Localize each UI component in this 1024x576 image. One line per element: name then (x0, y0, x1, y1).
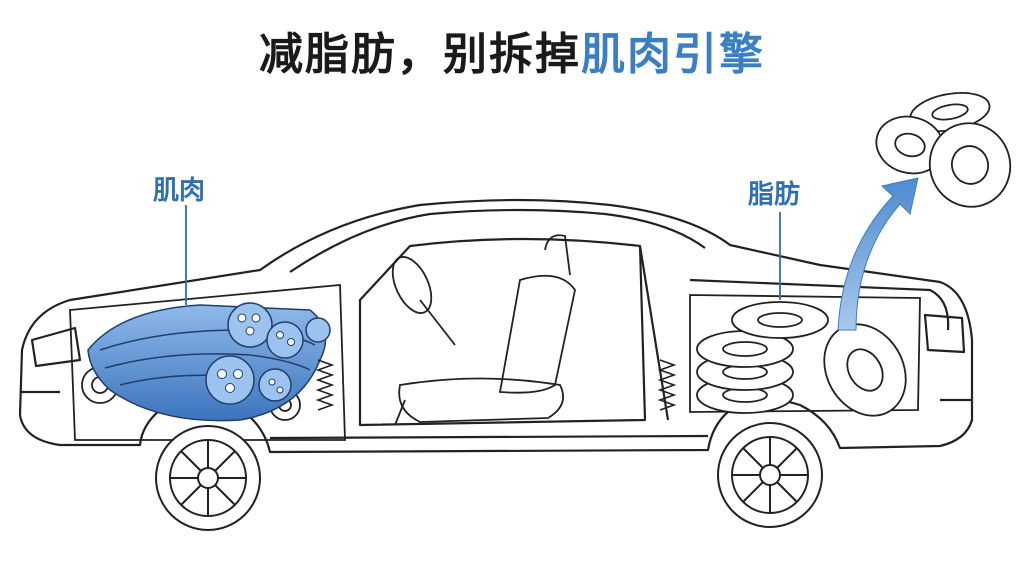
page-title: 减脂肪，别拆掉肌肉引擎 (0, 18, 1024, 82)
interior (391, 234, 576, 426)
fat-label: 脂肪 (748, 180, 801, 210)
title-part-2-highlight: 肌肉引擎 (581, 29, 765, 80)
muscle-label: 肌肉 (153, 176, 206, 206)
rear-wheel (717, 422, 823, 528)
muscle-engine (87, 302, 331, 422)
trunk-tire-stack (696, 301, 907, 417)
suspension (315, 359, 677, 411)
removal-arrow (837, 177, 919, 331)
front-wheel (155, 425, 261, 531)
title-part-1: 减脂肪，别拆掉 (259, 29, 581, 80)
flying-tires (875, 92, 1012, 208)
